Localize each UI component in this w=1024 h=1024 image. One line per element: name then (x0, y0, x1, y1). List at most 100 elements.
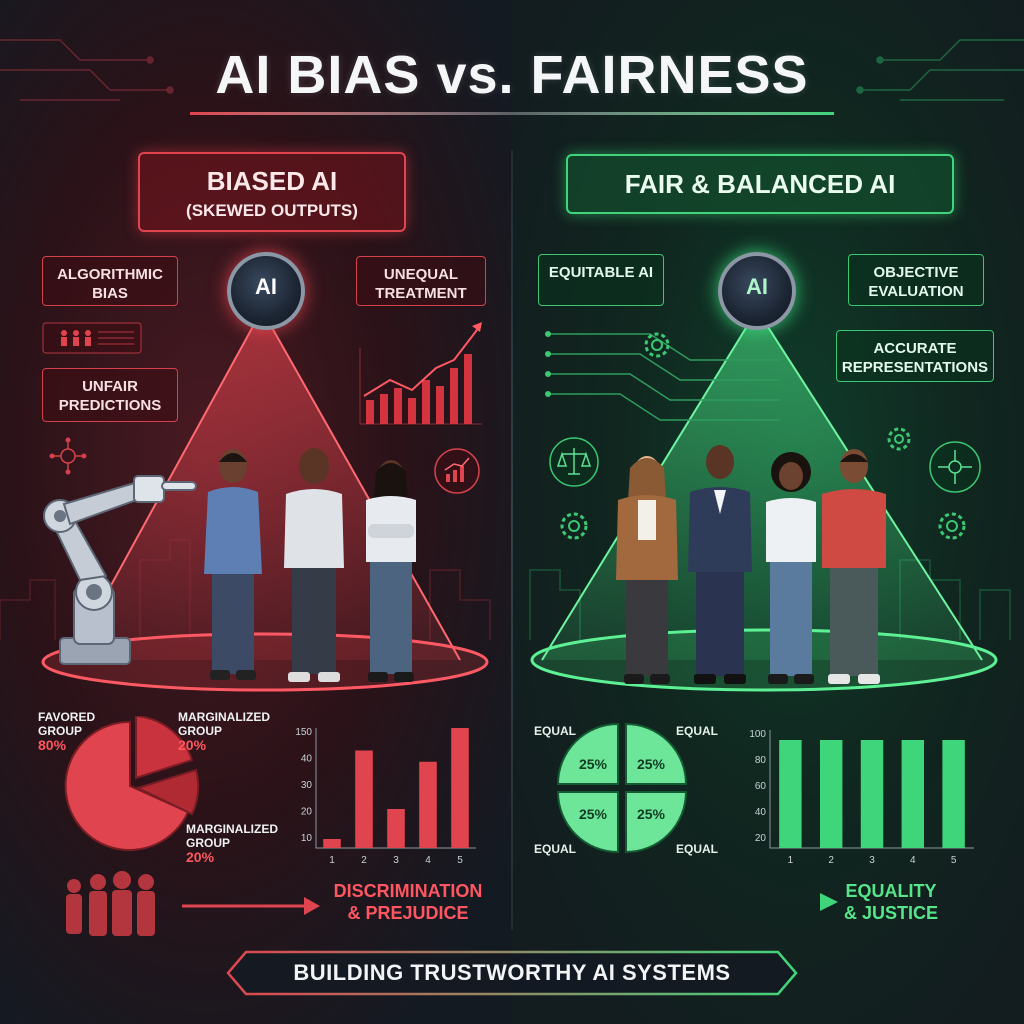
marginalized-group-label-2: MARGINALIZED GROUP 20% (186, 822, 286, 864)
fair-chart-bar-1 (779, 740, 802, 848)
biased-bar-chart: 150 40 30 20 10 1 2 3 4 5 (286, 720, 482, 870)
biased-chart-bar-3 (387, 809, 405, 848)
fair-chart-ytick: 20 (755, 833, 767, 844)
fair-chart-ytick: 40 (755, 807, 767, 818)
fair-ai-title: FAIR & BALANCED AI (566, 154, 954, 214)
equality-line2: & JUSTICE (843, 903, 939, 923)
circuit-lines-right (545, 331, 780, 421)
footer-frame (226, 950, 798, 996)
equal-label-bottom-left: EQUAL (534, 842, 576, 856)
robot-arm-icon (43, 475, 197, 665)
person-brown-blazer (616, 456, 678, 684)
biased-ai-title-line1: BIASED AI (206, 166, 338, 196)
quadrant-pct-4: 25% (636, 806, 666, 822)
title-underline (190, 112, 834, 115)
biased-chart-xtick-1: 1 (329, 855, 335, 866)
biased-chart-xtick-3: 3 (393, 855, 399, 866)
quadrant-top-right (625, 722, 688, 785)
biased-pie-chart (64, 716, 200, 851)
biased-chart-bar-1 (323, 839, 341, 848)
biased-chart-ytick: 10 (301, 833, 313, 844)
person-blue-shirt (204, 449, 262, 680)
person-crossed-arms (366, 460, 416, 682)
tag-algorithmic-bias: ALGORITHMIC BIAS (42, 256, 178, 306)
person-white-tshirt (284, 448, 344, 682)
quadrant-pct-3: 25% (578, 806, 608, 822)
tag-accurate-representations: ACCURATE REPRESENTATIONS (836, 330, 994, 382)
biased-ai-title: BIASED AI (SKEWED OUTPUTS) (138, 152, 406, 232)
fair-chart-bar-5 (942, 740, 965, 848)
fair-ai-badge: AI (718, 252, 796, 330)
marginalized-group-text-2: MARGINALIZED GROUP (186, 822, 278, 850)
quadrant-pct-1: 25% (578, 756, 608, 772)
biased-chart-xtick-2: 2 (361, 855, 367, 866)
biased-ai-badge: AI (227, 252, 305, 330)
arrow-right-icon (182, 897, 320, 915)
biased-chart-ytick: 20 (301, 807, 313, 818)
person-navy-suit (688, 445, 752, 684)
growth-chart-icon (359, 322, 482, 425)
marginalized-group-text-1: MARGINALIZED GROUP (178, 710, 270, 738)
fair-chart-bar-4 (901, 740, 925, 848)
pie-slice-marginalized-1 (135, 716, 194, 780)
people-group-icon (66, 871, 155, 936)
quadrant-top-left (556, 722, 619, 785)
footer-banner: BUILDING TRUSTWORTHY AI SYSTEMS (226, 950, 798, 996)
biased-chart-bar-5 (451, 728, 469, 848)
network-icon (49, 437, 87, 475)
favored-group-text: FAVORED GROUP (38, 710, 96, 738)
equality-outcome: EQUALITY & JUSTICE (826, 880, 956, 924)
fair-chart-xtick-4: 4 (910, 855, 916, 866)
biased-chart-svg: 150 40 30 20 10 1 2 3 4 5 (295, 727, 476, 866)
biased-chart-ytick: 30 (301, 780, 313, 791)
tag-equitable-ai: EQUITABLE AI (538, 254, 664, 306)
people-list-icon (42, 322, 142, 354)
equal-label-bottom-right: EQUAL (676, 842, 718, 856)
biased-chart-ytick: 150 (295, 727, 312, 738)
biased-chart-bar-2 (355, 750, 373, 848)
fair-chart-xtick-2: 2 (828, 855, 834, 866)
pie-slice-favored (64, 720, 190, 851)
discrimination-outcome: DISCRIMINATION & PREJUDICE (318, 880, 498, 924)
network-icon (929, 441, 981, 493)
page-title: AI BIAS vs. FAIRNESS (215, 45, 809, 105)
biased-chart-xtick-4: 4 (425, 855, 431, 866)
biased-chart-bar-4 (419, 761, 437, 848)
person-red-sweater (822, 449, 886, 684)
biased-ai-title-line2: (SKEWED OUTPUTS) (186, 201, 358, 220)
discrimination-line1: DISCRIMINATION (333, 881, 483, 901)
fair-chart-ytick: 60 (755, 781, 767, 792)
arrow-right-icon (560, 893, 838, 911)
equal-label-top-right: EQUAL (676, 724, 718, 738)
equal-pie-chart (556, 722, 688, 854)
footer-text: BUILDING TRUSTWORTHY AI SYSTEMS (293, 960, 731, 985)
fair-chart-xtick-1: 1 (788, 855, 794, 866)
gear-icon (938, 512, 966, 540)
fair-chart-ytick: 80 (755, 755, 767, 766)
fair-chart-xtick-5: 5 (951, 855, 957, 866)
marginalized-group-pct-2: 20% (186, 849, 215, 865)
equal-label-top-left: EQUAL (534, 724, 576, 738)
fair-chart-xtick-3: 3 (869, 855, 875, 866)
tag-unequal-treatment: UNEQUAL TREATMENT (356, 256, 486, 306)
center-divider (511, 150, 513, 930)
quadrant-pct-2: 25% (636, 756, 666, 772)
fair-chart-bar-2 (819, 740, 843, 848)
gear-icon (560, 512, 588, 540)
fair-chart-bar-3 (860, 740, 884, 848)
tag-objective-evaluation: OBJECTIVE EVALUATION (848, 254, 984, 306)
marginalized-group-pct-1: 20% (178, 737, 207, 753)
biased-chart-xtick-5: 5 (457, 855, 463, 866)
tag-unfair-predictions: UNFAIR PREDICTIONS (42, 368, 178, 422)
equality-line1: EQUALITY (845, 881, 937, 901)
marginalized-group-label-1: MARGINALIZED GROUP 20% (178, 710, 278, 752)
favored-group-label: FAVORED GROUP 80% (38, 710, 108, 752)
pie-slice-marginalized-2 (135, 768, 200, 816)
trend-circle-icon (434, 448, 480, 494)
person-white-top (766, 452, 816, 684)
favored-group-pct: 80% (38, 737, 67, 753)
biased-chart-ytick: 40 (301, 754, 313, 765)
